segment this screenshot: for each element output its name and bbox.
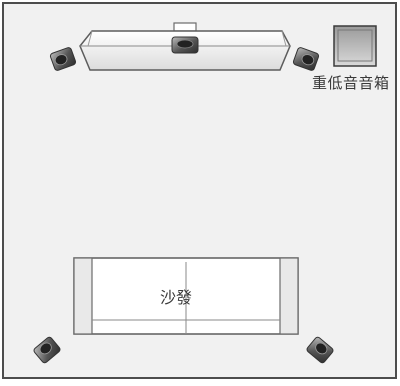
front-left-speaker-icon <box>49 47 77 71</box>
sofa <box>73 257 299 335</box>
front-right-speaker-icon <box>292 47 320 71</box>
center-speaker-icon <box>171 36 199 54</box>
rear-right-speaker-icon <box>306 336 334 364</box>
rear-left-speaker-icon <box>33 336 61 364</box>
subwoofer-icon <box>333 25 377 67</box>
subwoofer-label: 重低音音箱 <box>312 74 390 92</box>
sofa-label: 沙發 <box>160 288 193 307</box>
